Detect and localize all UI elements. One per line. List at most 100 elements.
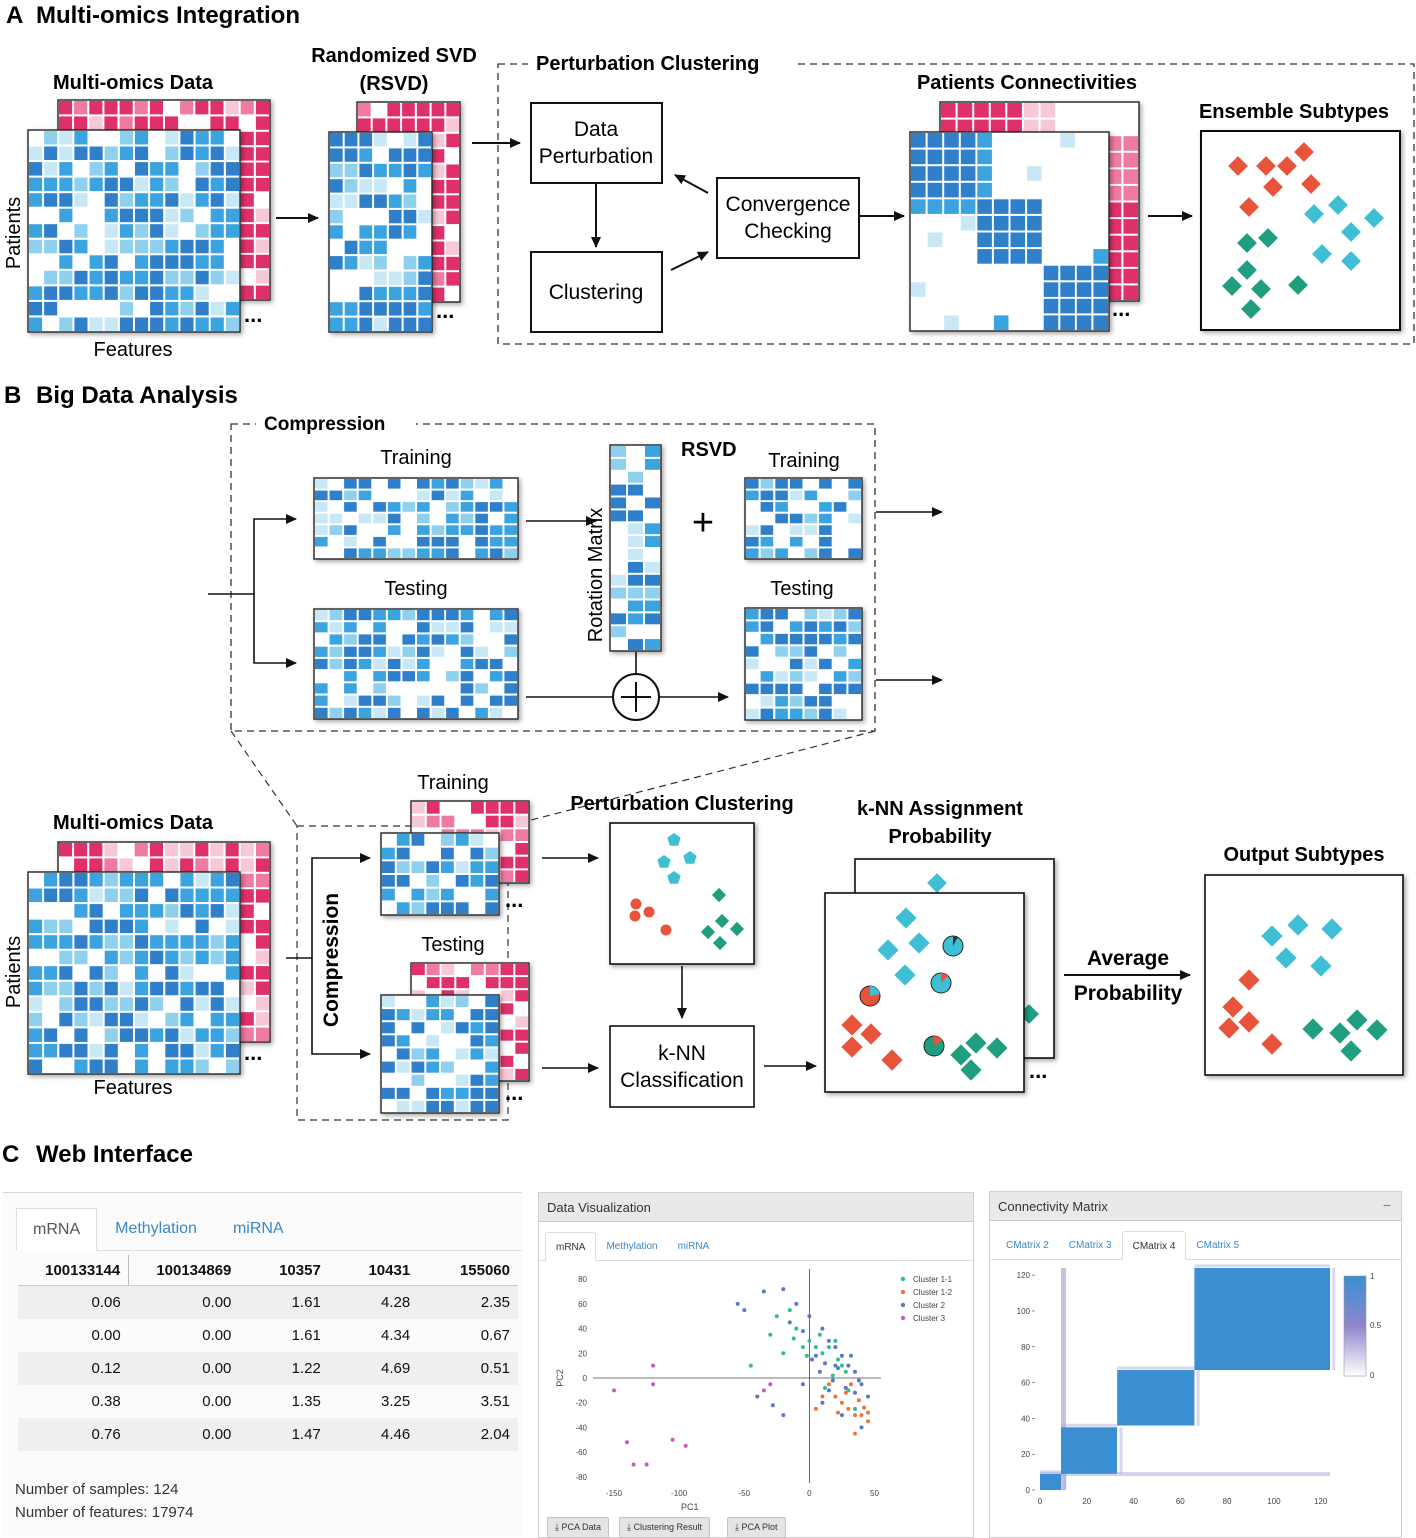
pca-point[interactable] xyxy=(800,1382,805,1387)
pca-point[interactable] xyxy=(651,1363,656,1368)
pca-point[interactable] xyxy=(794,1326,799,1331)
tab-mirna[interactable]: miRNA xyxy=(232,1220,284,1237)
pca-point[interactable] xyxy=(631,1462,636,1467)
pca-point[interactable] xyxy=(823,1385,827,1390)
pca-point[interactable] xyxy=(856,1378,861,1383)
pca-point[interactable] xyxy=(820,1351,825,1356)
pca-point[interactable] xyxy=(817,1369,822,1374)
pca-point[interactable] xyxy=(849,1353,853,1358)
pca-point[interactable] xyxy=(781,1413,786,1418)
pca-point[interactable] xyxy=(826,1338,831,1343)
pca-point[interactable] xyxy=(839,1363,844,1368)
pca-point[interactable] xyxy=(781,1287,786,1292)
pca-point[interactable] xyxy=(820,1326,825,1331)
viz-tab-mirna[interactable]: miRNA xyxy=(677,1241,710,1252)
col-header[interactable]: 10431 xyxy=(328,1255,419,1286)
pca-point[interactable] xyxy=(787,1308,792,1313)
tab-methylation[interactable]: Methylation xyxy=(115,1220,197,1237)
collapse-icon[interactable]: − xyxy=(1382,1197,1391,1213)
heatmap-block[interactable] xyxy=(1117,1370,1195,1426)
pca-data-button[interactable]: ⤓ PCA Data xyxy=(547,1517,610,1538)
pca-point[interactable] xyxy=(625,1440,629,1445)
pca-point[interactable] xyxy=(833,1345,838,1350)
pca-point[interactable] xyxy=(826,1345,831,1350)
pca-point[interactable] xyxy=(781,1351,786,1356)
tab-cmatrix-5[interactable]: CMatrix 5 xyxy=(1196,1240,1240,1251)
pca-point[interactable] xyxy=(820,1400,825,1405)
pca-point[interactable] xyxy=(770,1403,775,1408)
pca-point[interactable] xyxy=(768,1382,773,1387)
heatmap-block[interactable] xyxy=(1040,1473,1061,1490)
heatmap-block[interactable] xyxy=(1061,1427,1118,1474)
tab-mrna[interactable]: mRNA xyxy=(16,1208,98,1251)
pca-point[interactable] xyxy=(761,1388,766,1393)
pca-point[interactable] xyxy=(843,1390,848,1395)
pca-point[interactable] xyxy=(826,1388,831,1393)
pca-point[interactable] xyxy=(748,1363,753,1368)
tab-cmatrix-3[interactable]: CMatrix 3 xyxy=(1068,1240,1112,1251)
pca-point[interactable] xyxy=(761,1289,766,1294)
pca-point[interactable] xyxy=(853,1390,857,1395)
pca-point[interactable] xyxy=(843,1385,848,1390)
pca-point[interactable] xyxy=(859,1425,864,1430)
pca-point[interactable] xyxy=(830,1373,835,1378)
pca-point[interactable] xyxy=(866,1394,870,1399)
pca-point[interactable] xyxy=(817,1332,822,1337)
pca-point[interactable] xyxy=(833,1338,838,1343)
heatmap-block[interactable] xyxy=(1194,1268,1330,1370)
pca-point[interactable] xyxy=(742,1308,747,1313)
pca-point[interactable] xyxy=(813,1406,818,1411)
pca-point[interactable] xyxy=(836,1357,840,1362)
pca-point[interactable] xyxy=(683,1443,688,1448)
pca-point[interactable] xyxy=(774,1314,779,1319)
col-header[interactable]: 100134869 xyxy=(128,1255,240,1286)
pca-point[interactable] xyxy=(853,1413,857,1418)
pca-point[interactable] xyxy=(800,1329,805,1334)
pca-point[interactable] xyxy=(612,1388,616,1393)
pca-point[interactable] xyxy=(807,1314,812,1319)
pca-point[interactable] xyxy=(826,1382,831,1387)
pca-point[interactable] xyxy=(807,1338,812,1343)
pca-point[interactable] xyxy=(836,1366,840,1371)
col-header[interactable]: 10357 xyxy=(239,1255,329,1286)
pca-point[interactable] xyxy=(644,1462,649,1467)
pca-plot-button[interactable]: ⤓ PCA Plot xyxy=(727,1517,786,1538)
pca-point[interactable] xyxy=(859,1382,864,1387)
clustering-result-button[interactable]: ⤓ Clustering Result xyxy=(619,1517,711,1538)
pca-point[interactable] xyxy=(813,1353,818,1358)
pca-point[interactable] xyxy=(813,1345,818,1350)
pca-point[interactable] xyxy=(833,1394,838,1399)
pca-point[interactable] xyxy=(833,1363,838,1368)
col-header[interactable]: 155060 xyxy=(418,1255,518,1286)
pca-point[interactable] xyxy=(853,1431,857,1436)
tab-cmatrix-4[interactable]: CMatrix 4 xyxy=(1121,1231,1187,1260)
col-header[interactable]: 100133144 xyxy=(18,1255,129,1286)
pca-point[interactable] xyxy=(820,1394,825,1399)
pca-point[interactable] xyxy=(836,1410,840,1415)
pca-point[interactable] xyxy=(735,1301,740,1306)
pca-point[interactable] xyxy=(670,1437,675,1442)
pca-point[interactable] xyxy=(804,1353,809,1358)
pca-point[interactable] xyxy=(839,1353,844,1358)
pca-point[interactable] xyxy=(866,1410,870,1415)
pca-point[interactable] xyxy=(839,1400,844,1405)
pca-point[interactable] xyxy=(853,1369,857,1374)
pca-point[interactable] xyxy=(853,1406,857,1411)
pca-point[interactable] xyxy=(866,1419,870,1424)
viz-tab-methylation[interactable]: Methylation xyxy=(606,1241,658,1252)
pca-point[interactable] xyxy=(800,1345,805,1350)
pca-point[interactable] xyxy=(768,1332,773,1337)
pca-point[interactable] xyxy=(846,1388,851,1393)
tab-cmatrix-2[interactable]: CMatrix 2 xyxy=(1006,1240,1049,1251)
pca-point[interactable] xyxy=(755,1394,760,1399)
pca-point[interactable] xyxy=(810,1357,814,1362)
pca-point[interactable] xyxy=(651,1382,656,1387)
pca-point[interactable] xyxy=(846,1363,851,1368)
pca-point[interactable] xyxy=(843,1369,848,1374)
pca-point[interactable] xyxy=(859,1413,864,1418)
pca-point[interactable] xyxy=(794,1301,799,1306)
